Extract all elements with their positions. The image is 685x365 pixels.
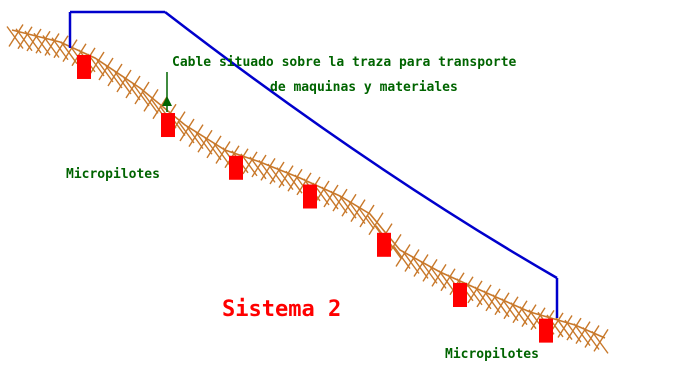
terrain-hatch-stroke	[503, 296, 519, 320]
terrain-hatch-stroke	[62, 39, 78, 63]
terrain-hatch-stroke	[575, 321, 591, 344]
terrain-hatch-stroke	[557, 315, 573, 338]
terrain-hatch-stroke	[134, 81, 150, 105]
terrain-hatch-stroke	[440, 268, 456, 292]
terrain-hatch-stroke	[44, 33, 60, 56]
terrain-hatch-stroke	[323, 184, 339, 208]
terrain-hatch-stroke	[152, 96, 168, 120]
ground-surface	[11, 29, 606, 339]
terrain-hatch-stroke	[278, 165, 294, 188]
terrain-hatch-stroke	[251, 154, 267, 178]
label-pointer	[162, 72, 172, 112]
terrain-hatch-stroke	[431, 263, 447, 287]
terrain-hatch-stroke	[521, 304, 537, 328]
terrain-hatch-stroke	[53, 35, 69, 59]
micropile-block	[229, 155, 243, 180]
terrain-hatch-stroke	[17, 26, 33, 50]
terrain-hatch-stroke	[206, 135, 222, 159]
sistema-label: Sistema 2	[222, 297, 341, 322]
terrain-hatch-stroke	[476, 284, 492, 308]
micropilotes-label-upper: Micropilotes	[66, 167, 160, 182]
terrain-hatch-stroke	[296, 172, 312, 196]
cable-label-line1: Cable situado sobre la traza para transp…	[172, 55, 517, 70]
terrain-hatch-stroke	[494, 292, 510, 316]
terrain-hatch-stroke	[98, 57, 114, 81]
terrain-hatch-stroke	[332, 188, 348, 212]
terrain-hatch-stroke	[188, 124, 204, 148]
terrain-hatch-stroke	[26, 28, 42, 52]
terrain-hatch-stroke	[35, 30, 51, 54]
micropile-block	[161, 113, 175, 138]
terrain-hatch-stroke	[89, 51, 105, 75]
terrain-hatch-stroke	[260, 158, 276, 181]
terrain-hatch-stroke	[350, 199, 366, 222]
terrain-hatch-stroke	[269, 161, 285, 185]
cable-label-line2: de maquinas y materiales	[270, 80, 458, 95]
micropiles	[77, 54, 553, 343]
terrain-hatch-stroke	[404, 249, 420, 272]
terrain-hatch-stroke	[242, 151, 258, 175]
terrain-hatch-stroke	[215, 141, 231, 164]
terrain-hatch-stroke	[512, 300, 528, 324]
micropile-block	[377, 232, 391, 257]
terrain-hatch-stroke	[125, 75, 141, 99]
micropile-block	[77, 54, 91, 79]
terrain-hatch-stroke	[71, 43, 87, 67]
micropile-block	[453, 283, 467, 307]
terrain-hatch-stroke	[485, 288, 501, 312]
micropilotes-label-lower: Micropilotes	[445, 347, 539, 362]
terrain-hatch-stroke	[584, 325, 600, 348]
terrain-hatch-stroke	[413, 254, 429, 277]
terrain-hatch-stroke	[467, 280, 483, 304]
terrain-hatch-stroke	[566, 317, 582, 341]
terrain-hatch-stroke	[143, 89, 159, 112]
terrain-hatch-stroke	[197, 129, 213, 153]
terrain-hatch-stroke	[287, 168, 303, 192]
micropile-block	[539, 318, 553, 343]
terrain-hatch-stroke	[179, 118, 195, 142]
terrain-hatch-stroke	[341, 193, 357, 217]
terrain-hatch-stroke	[395, 244, 411, 267]
terrain-hatch-stroke	[314, 180, 330, 204]
terrain-hatch-stroke	[116, 69, 132, 93]
terrain-hatch-stroke	[8, 24, 24, 47]
terrain-hatch-stroke	[107, 63, 123, 87]
terrain-hatch-stroke	[359, 204, 375, 228]
terrain-hatch-stroke	[368, 212, 384, 236]
terrain-hatch-stroke	[593, 329, 609, 352]
cable-system	[68, 10, 559, 318]
micropile-block	[303, 184, 317, 209]
terrain-hatch-stroke	[422, 259, 438, 282]
cable-span	[164, 11, 558, 280]
terrain-hatch-stroke	[530, 307, 546, 331]
